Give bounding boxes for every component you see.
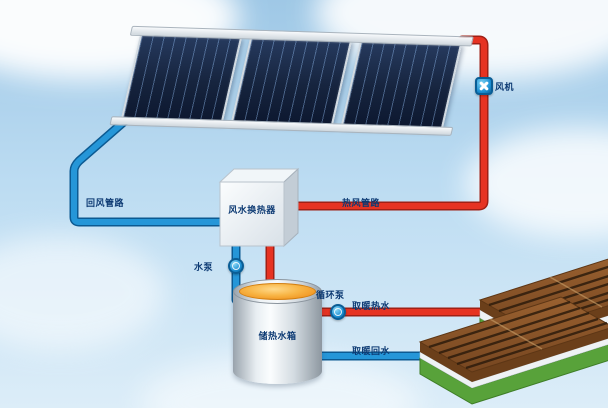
plank-seam (489, 318, 543, 350)
solar-panel (120, 33, 243, 123)
plank-seam (549, 276, 603, 308)
fan-label: 风机 (495, 82, 515, 92)
fan-icon (475, 77, 493, 95)
circulation-pump-label: 循环泵 (316, 290, 345, 300)
storage-tank-label: 储热水箱 (258, 331, 297, 341)
floor-slab-front (418, 296, 608, 405)
solar-collector-array (109, 25, 474, 136)
heating-return-label: 取暖回水 (352, 346, 391, 356)
exchanger-side-face (283, 167, 299, 248)
heated-floor-structure (418, 258, 608, 405)
circulation-pump-icon (330, 304, 346, 320)
heating-supply-label: 取暖热水 (352, 301, 391, 311)
cloud (0, 235, 165, 350)
water-pump-label: 水泵 (194, 262, 214, 272)
solar-panel (230, 36, 353, 127)
storage-tank-liquid (239, 283, 316, 300)
heat-exchanger-box (218, 167, 300, 248)
storage-tank-body (233, 291, 322, 384)
solar-panel (340, 39, 463, 130)
hot-air-pipe-label: 热风管路 (342, 198, 381, 208)
return-air-pipe-label: 回风管路 (86, 198, 125, 208)
exchanger-front-face (219, 181, 285, 247)
heat-exchanger-label: 风水换热器 (228, 205, 276, 215)
water-pump-icon (228, 258, 244, 274)
wood-deck (418, 296, 608, 373)
return-air-pipe (71, 117, 257, 225)
hot-air-pipe (251, 37, 487, 209)
